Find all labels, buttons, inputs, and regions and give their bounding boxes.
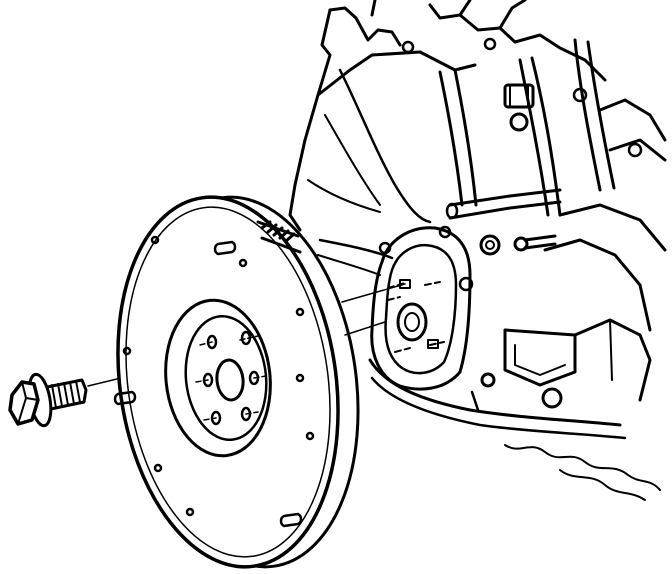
rear-main-seal-housing bbox=[370, 225, 474, 391]
engine-block bbox=[288, 0, 667, 501]
ring-gear bbox=[256, 220, 302, 254]
flywheel-bolt bbox=[8, 372, 88, 428]
flywheel bbox=[113, 195, 360, 569]
